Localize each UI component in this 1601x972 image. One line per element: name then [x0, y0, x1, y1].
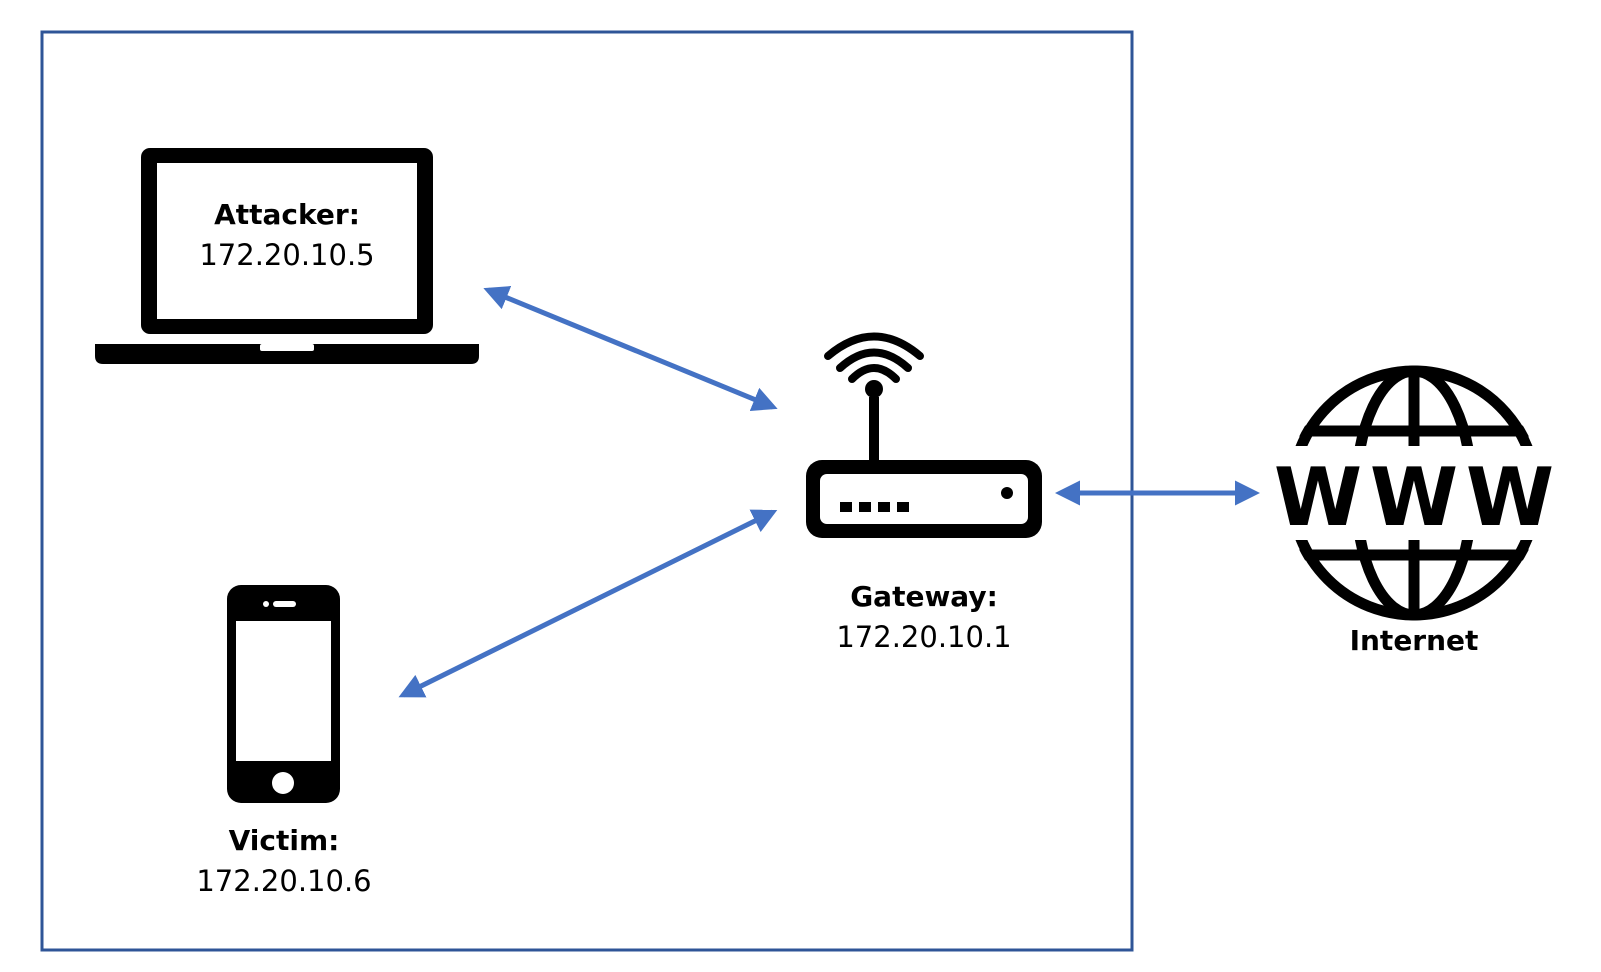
laptop-icon	[95, 148, 479, 364]
attacker-name: Attacker:	[214, 198, 360, 231]
gateway-label: Gateway: 172.20.10.1	[824, 578, 1024, 658]
link-victim-gateway	[398, 509, 778, 698]
svg-text:W: W	[1274, 451, 1362, 544]
link-attacker-gateway	[483, 286, 778, 411]
victim-name: Victim:	[228, 824, 340, 857]
victim-label: Victim: 172.20.10.6	[184, 822, 384, 902]
attacker-label: Attacker: 172.20.10.5	[157, 196, 417, 276]
internet-label: Internet	[1324, 622, 1504, 660]
victim-ip: 172.20.10.6	[196, 864, 372, 898]
svg-text:W: W	[1370, 451, 1458, 544]
svg-text:W: W	[1466, 451, 1554, 544]
internet-name: Internet	[1349, 624, 1479, 657]
www-globe-icon: W W W	[1274, 365, 1554, 621]
gateway-name: Gateway:	[850, 580, 998, 613]
wifi-router-icon	[806, 332, 1042, 538]
gateway-ip: 172.20.10.1	[836, 620, 1012, 654]
attacker-ip: 172.20.10.5	[199, 238, 375, 272]
smartphone-icon	[227, 585, 340, 803]
